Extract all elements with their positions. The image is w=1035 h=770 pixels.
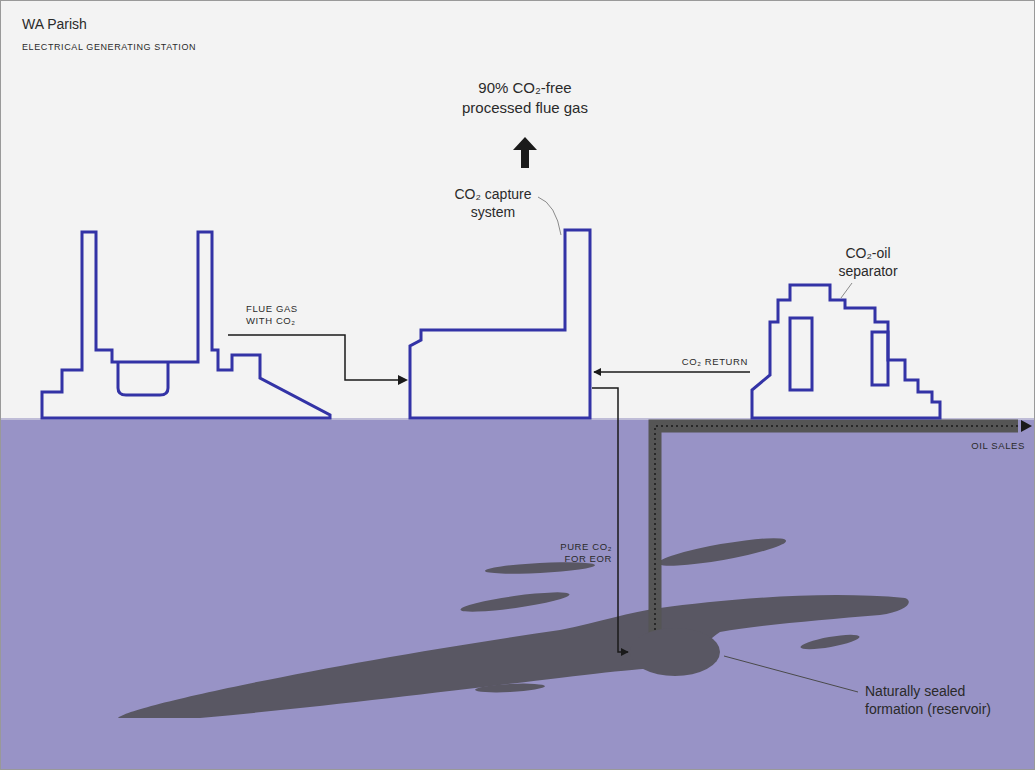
leader-line xyxy=(724,656,858,692)
power-plant-outline xyxy=(42,232,330,418)
main-formation xyxy=(118,595,909,718)
flow-arrow xyxy=(592,388,628,652)
flow-arrow xyxy=(594,371,750,373)
oil-lens xyxy=(657,533,788,571)
separator-building: CO₂-oil separator xyxy=(752,283,940,418)
exhaust-arrow xyxy=(513,137,537,168)
building-outline xyxy=(752,285,940,418)
flue-gas-arrowhead xyxy=(398,375,408,385)
oil-lens xyxy=(460,588,571,615)
node-label: CO₂-oil separator xyxy=(818,245,918,280)
building-detail xyxy=(872,332,888,385)
node-outline xyxy=(410,230,590,418)
oil-lens xyxy=(475,682,545,694)
node-label: Naturally sealed formation (reservoir) xyxy=(865,683,1015,718)
building-detail xyxy=(790,318,812,390)
oil-lenses xyxy=(118,533,909,718)
title: WA Parish xyxy=(22,16,322,34)
leader-line xyxy=(841,283,852,298)
oil-pipe xyxy=(655,426,1018,640)
oil-sales-arrowhead xyxy=(1021,420,1032,432)
node-outline xyxy=(630,628,720,676)
output-note: 90% CO₂-free processed flue gas xyxy=(455,78,595,118)
flue-gas-line xyxy=(228,335,400,380)
node-outline xyxy=(752,283,940,418)
flow-label: OIL SALES xyxy=(950,440,1025,452)
building-outline xyxy=(410,230,590,418)
oil-lens xyxy=(800,632,861,652)
subtitle: ELECTRICAL GENERATING STATION xyxy=(22,42,342,53)
node-label: CO₂ capture system xyxy=(448,186,538,221)
ground xyxy=(0,420,1035,770)
leader-line xyxy=(538,197,561,235)
flow-label: PURE CO₂ FOR EOR xyxy=(548,541,612,565)
formation-core xyxy=(630,628,720,676)
capture-building: CO₂ capture system xyxy=(410,230,590,418)
power-plant-detail xyxy=(118,362,168,395)
reservoir-formation: Naturally sealed formation (reservoir) xyxy=(630,628,720,676)
flow-label: CO₂ RETURN xyxy=(668,356,748,368)
flow-label: FLUE GAS WITH CO₂ xyxy=(246,303,318,327)
pipe-flow-dots xyxy=(655,426,1018,640)
